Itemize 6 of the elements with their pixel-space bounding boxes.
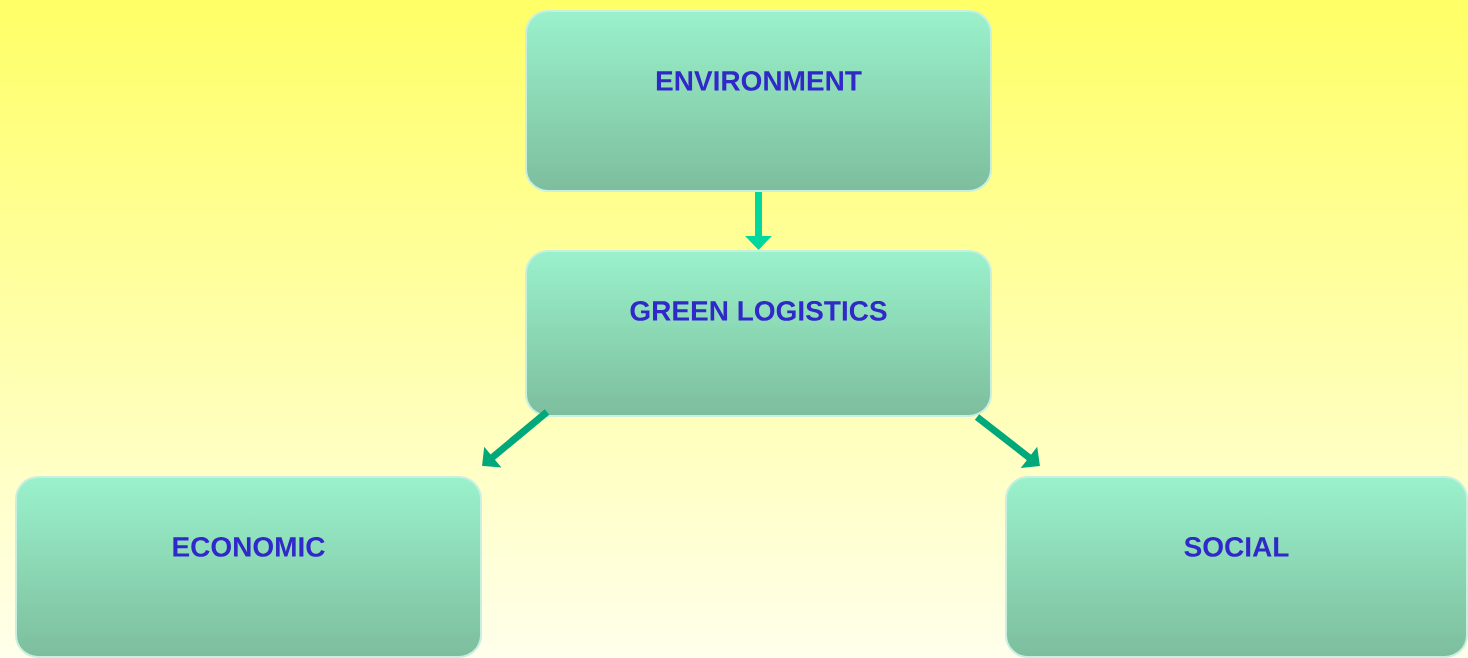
process-box: SOCIAL <box>1005 476 1468 658</box>
arrow <box>482 409 550 468</box>
process-box: ENVIRONMENT <box>525 10 992 192</box>
process-box: ECONOMIC <box>15 476 482 658</box>
process-box: GREEN LOGISTICS <box>525 250 992 417</box>
arrow <box>974 414 1040 468</box>
